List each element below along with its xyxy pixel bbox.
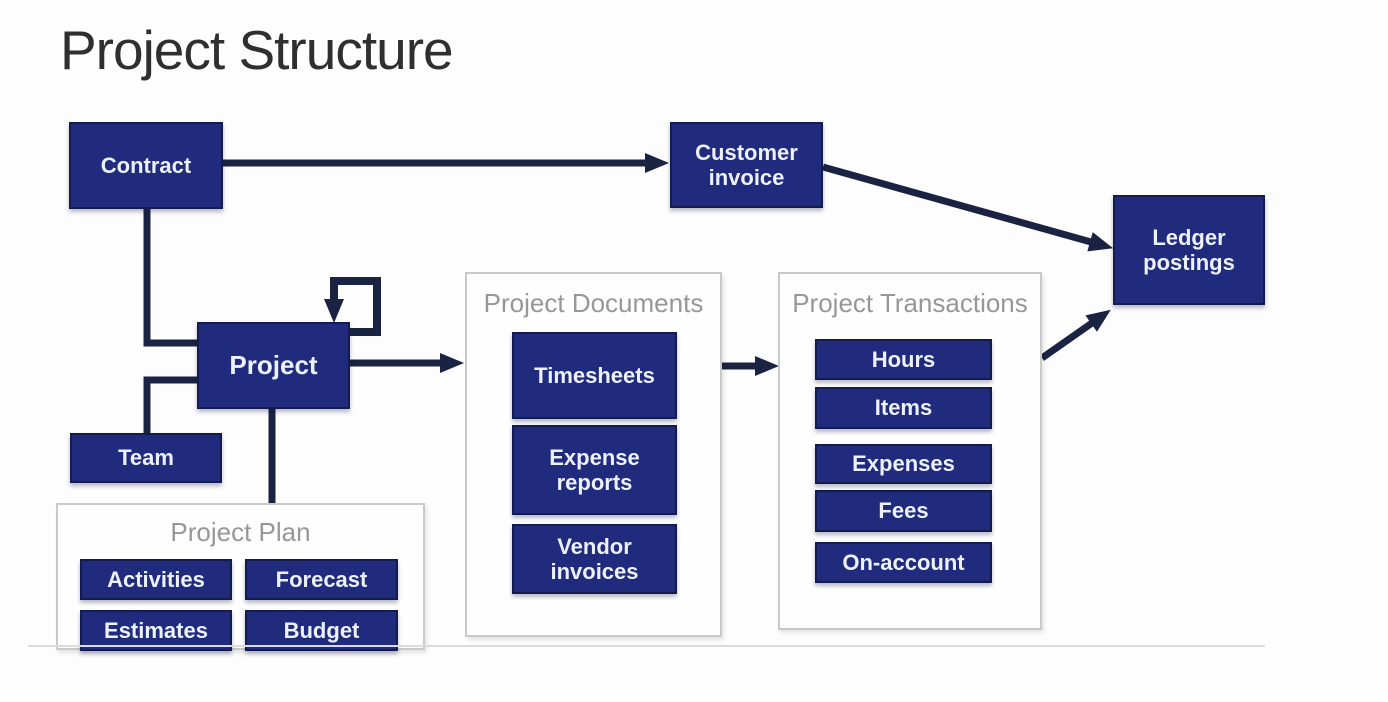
- slide-bottom-edge: [28, 645, 1265, 647]
- group-project-plan: Project Plan Activities Forecast Estimat…: [56, 503, 425, 651]
- node-estimates: Estimates: [80, 610, 232, 651]
- node-items: Items: [815, 387, 992, 429]
- node-team: Team: [70, 433, 222, 483]
- node-on-account: On-account: [815, 542, 992, 583]
- edge-customer-invoice-to-ledger-postings: [822, 163, 1114, 252]
- node-vendor-invoices: Vendor invoices: [512, 524, 677, 594]
- page-title: Project Structure: [60, 19, 454, 81]
- node-expenses: Expenses: [815, 444, 992, 484]
- node-budget: Budget: [245, 610, 398, 651]
- group-title-project-plan: Project Plan: [170, 517, 311, 547]
- group-project-transactions: Project Transactions Hours Items Expense…: [778, 272, 1042, 630]
- node-project: Project: [197, 322, 350, 409]
- node-activities: Activities: [80, 559, 232, 600]
- node-expense-reports: Expense reports: [512, 425, 677, 515]
- node-timesheets: Timesheets: [512, 332, 677, 419]
- node-customer-invoice: Customer invoice: [670, 122, 823, 208]
- edge-project-to-team: [143, 376, 199, 436]
- node-hours: Hours: [815, 339, 992, 380]
- node-contract: Contract: [69, 122, 223, 209]
- edge-contract-to-project: [143, 206, 199, 347]
- node-forecast: Forecast: [245, 559, 398, 600]
- edge-transactions-to-ledger-postings: [1039, 309, 1111, 361]
- group-title-project-documents: Project Documents: [483, 288, 704, 318]
- group-title-project-transactions: Project Transactions: [792, 288, 1028, 318]
- node-ledger-postings: Ledger postings: [1113, 195, 1265, 305]
- node-fees: Fees: [815, 490, 992, 532]
- group-project-documents: Project Documents Timesheets Expense rep…: [465, 272, 722, 637]
